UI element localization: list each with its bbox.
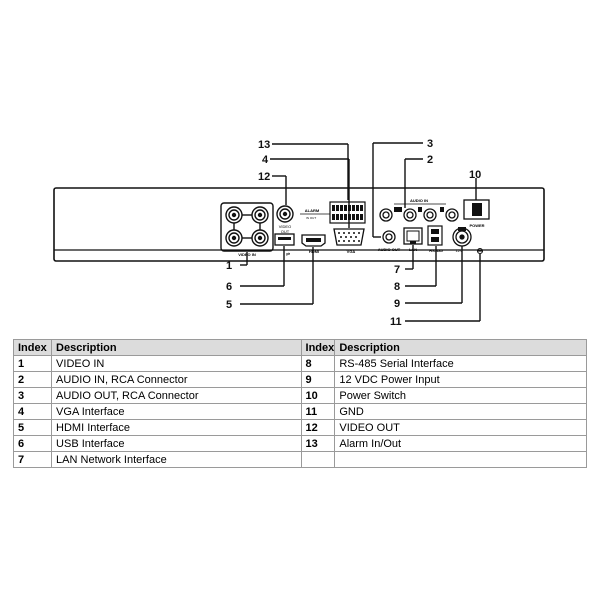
index-cell: 13 [300,435,336,452]
index-cell: 3 [12,387,53,404]
rear-panel-diagram: VIDEO IN VIDEO OUT ALARM IN OUT ⇌ HDMI [53,138,545,328]
ground-terminal [476,247,484,255]
index-cell: 10 [300,387,336,404]
description-cell: 12 VDC Power Input [334,371,587,388]
index-cell: 11 [300,403,336,420]
header-index-left: Index [12,339,53,356]
callout-13: 13 [258,139,270,151]
index-cell: 12 [300,419,336,436]
callout-10: 10 [469,169,481,181]
table-row: 4 VGA Interface 11 GND [12,403,587,420]
dc-power-jack [452,227,472,247]
usb-port [274,233,295,246]
label-out: OUT [281,229,290,234]
table-header-row: Index Description Index Description [12,339,587,356]
label-video: VIDEO [279,224,291,229]
label-audio-out: AUDIO OUT [378,247,401,252]
hdmi-port [301,234,326,247]
callout-12: 12 [258,171,270,183]
table-row: 7 LAN Network Interface [12,451,587,468]
description-cell: GND [334,403,587,420]
label-hdmi: HDMI [309,249,319,254]
callout-6: 6 [226,281,232,293]
description-cell: LAN Network Interface [51,451,302,468]
header-description-right: Description [334,339,587,356]
table-row: 2 AUDIO IN, RCA Connector 9 12 VDC Power… [12,371,587,388]
callout-1: 1 [226,260,232,272]
video-in-bnc-group [220,202,274,252]
description-cell [334,451,587,468]
description-cell: VIDEO IN [51,355,302,372]
description-cell: VGA Interface [51,403,302,420]
index-cell: 4 [12,403,53,420]
table-row: 6 USB Interface 13 Alarm In/Out [12,435,587,452]
index-cell: 6 [12,435,53,452]
index-cell: 5 [12,419,53,436]
audio-in-tabs [394,207,444,212]
leader-lines [240,142,481,322]
interface-table: Index Description Index Description 1 VI… [12,339,587,468]
header-description-left: Description [51,339,302,356]
power-switch [463,199,490,220]
callout-9: 9 [394,298,400,310]
description-cell: Alarm In/Out [334,435,587,452]
description-cell: HDMI Interface [51,419,302,436]
label-12v: 12V [455,248,462,253]
vga-port [333,228,365,246]
header-index-right: Index [300,339,336,356]
description-cell: AUDIO IN, RCA Connector [51,371,302,388]
description-cell: VIDEO OUT [334,419,587,436]
index-cell: 7 [12,451,53,468]
description-cell: RS-485 Serial Interface [334,355,587,372]
rs485-terminal [427,225,443,246]
callout-5: 5 [226,299,232,311]
audio-in-rca-group [379,208,459,222]
callout-7: 7 [394,264,400,276]
callout-3: 3 [427,138,433,150]
label-audio-in: AUDIO IN [410,198,428,203]
description-cell: USB Interface [51,435,302,452]
alarm-pin-text: IN OUT [306,216,316,220]
label-power: POWER [469,223,484,228]
table-row: 3 AUDIO OUT, RCA Connector 10 Power Swit… [12,387,587,404]
index-cell: 8 [300,355,336,372]
description-cell: Power Switch [334,387,587,404]
index-cell [300,451,336,468]
table-row: 1 VIDEO IN 8 RS-485 Serial Interface [12,355,587,372]
label-vga: VGA [347,249,356,254]
usb-symbol-icon: ⇌ [286,252,290,258]
index-cell: 1 [12,355,53,372]
label-alarm: ALARM [305,208,320,213]
video-out-bnc [276,205,294,223]
table-row: 5 HDMI Interface 12 VIDEO OUT [12,419,587,436]
description-cell: AUDIO OUT, RCA Connector [51,387,302,404]
callout-4: 4 [262,154,269,166]
lan-port [403,227,423,245]
alarm-terminal-block [329,201,366,224]
audio-out-rca [382,230,396,244]
callout-11: 11 [390,316,402,328]
callout-8: 8 [394,281,400,293]
callout-2: 2 [427,154,433,166]
index-cell: 2 [12,371,53,388]
index-cell: 9 [300,371,336,388]
